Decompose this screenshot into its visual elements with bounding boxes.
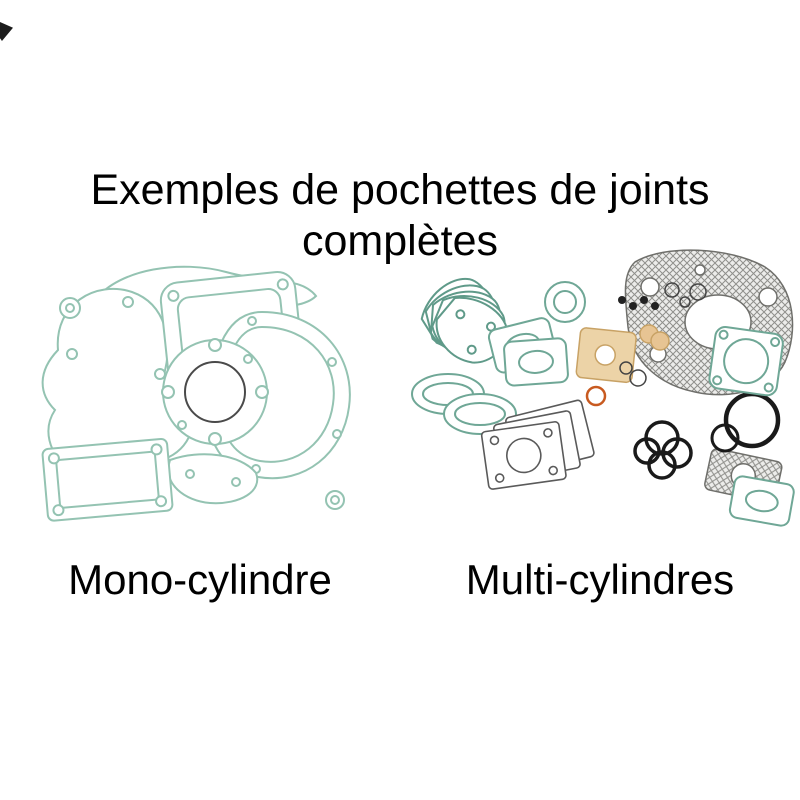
- product-images-row: [0, 242, 800, 552]
- tan-gaskets: [575, 324, 670, 384]
- mono-cylinder-gasket-kit-image: [41, 265, 351, 522]
- stacked-square-gaskets: [480, 399, 595, 490]
- cylinder-gaskets: [487, 281, 586, 387]
- right-teal-gaskets: [708, 326, 795, 527]
- mono-cylinder-image-cell: [0, 242, 400, 552]
- base-rect-gasket: [41, 437, 174, 522]
- label-multi-cylindres: Multi-cylindres: [465, 556, 735, 603]
- page-title: Exemples de pochettes de joints complète…: [90, 165, 710, 266]
- small-hardware: [585, 282, 707, 407]
- multi-cylinder-gasket-kit-image: [411, 249, 795, 527]
- corner-artifact-mark: [0, 22, 13, 41]
- mono-gasket-group: [41, 265, 351, 522]
- multi-cylinder-image-cell: [400, 242, 800, 552]
- label-mono-cylindre: Mono-cylindre: [68, 556, 332, 603]
- head-gasket: [161, 338, 269, 446]
- caption-labels-row: Mono-cylindre Multi-cylindres: [0, 556, 800, 604]
